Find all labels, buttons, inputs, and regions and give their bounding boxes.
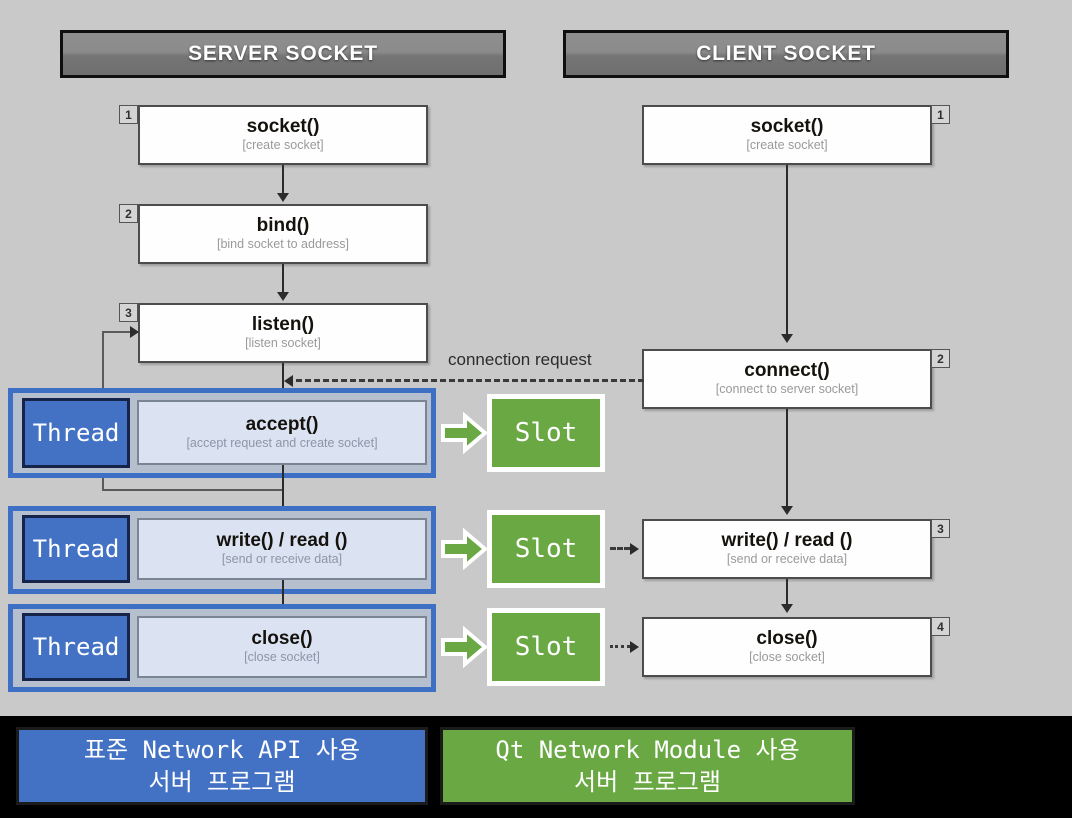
loopback-top-segment	[102, 331, 138, 333]
client-step-close[interactable]: close() [close socket]	[642, 617, 932, 677]
server-step-socket-name: socket()	[246, 116, 320, 138]
client-step-connect-name: connect()	[744, 360, 830, 382]
server-step-write-read-name: write() / read ()	[216, 530, 348, 552]
server-step-accept-desc: [accept request and create socket]	[186, 435, 378, 450]
connection-request-line	[296, 379, 644, 382]
client-step-socket-desc: [create socket]	[746, 138, 828, 153]
client-step-write-read-badge: 3	[931, 519, 950, 538]
thread-to-slot-arrow-close-icon	[441, 626, 487, 668]
client-socket-column-header: CLIENT SOCKET	[563, 30, 1009, 78]
client-step-write-read-desc: [send or receive data]	[726, 552, 848, 567]
server-socket-title: SERVER SOCKET	[188, 42, 378, 65]
client-step-connect[interactable]: connect() [connect to server socket]	[642, 349, 932, 409]
server-step-close-desc: [close socket]	[244, 650, 320, 665]
server-step-listen[interactable]: listen() [listen socket]	[138, 303, 428, 363]
slot-to-client-write-line	[610, 547, 630, 550]
client-step-socket[interactable]: socket() [create socket]	[642, 105, 932, 165]
client-socket-title: CLIENT SOCKET	[696, 42, 876, 65]
loopback-bottom-segment	[102, 489, 284, 491]
client-step-write-read-name: write() / read ()	[721, 530, 853, 552]
client-step-close-desc: [close socket]	[749, 650, 825, 665]
server-step-bind-badge: 2	[119, 204, 138, 223]
thread-chip-write-read-label: Thread	[32, 535, 120, 563]
slot-write-read[interactable]: Slot	[487, 510, 605, 588]
client-step-write-read[interactable]: write() / read () [send or receive data]	[642, 519, 932, 579]
thread-chip-close-label: Thread	[32, 633, 120, 661]
server-step-listen-badge: 3	[119, 303, 138, 322]
slot-close-label: Slot	[514, 632, 578, 662]
client-step-connect-desc: [connect to server socket]	[715, 382, 859, 397]
thread-to-slot-arrow-accept-icon	[441, 412, 487, 454]
arrowhead-client-close	[781, 604, 793, 613]
client-step-socket-name: socket()	[750, 116, 824, 138]
legend-qt-line1: Qt Network Module 사용	[495, 735, 800, 764]
server-step-close[interactable]: close() [close socket]	[137, 616, 427, 678]
server-step-listen-name: listen()	[251, 314, 315, 336]
slot-close[interactable]: Slot	[487, 608, 605, 686]
slot-accept-label: Slot	[514, 418, 578, 448]
connector-server-accept-write	[282, 465, 284, 517]
thread-to-slot-arrow-write-read-icon	[441, 528, 487, 570]
thread-chip-close[interactable]: Thread	[22, 613, 130, 681]
connection-request-label: connection request	[448, 350, 592, 369]
server-step-socket[interactable]: socket() [create socket]	[138, 105, 428, 165]
slot-to-client-close-line	[610, 645, 630, 648]
legend-standard-network-api[interactable]: 표준 Network API 사용 서버 프로그램	[16, 727, 428, 805]
server-step-socket-badge: 1	[119, 105, 138, 124]
connector-server-listen-accept	[282, 363, 284, 395]
connector-server-write-close	[282, 580, 284, 614]
slot-accept[interactable]: Slot	[487, 394, 605, 472]
arrowhead-connection-request	[284, 375, 293, 387]
arrowhead-client-write	[781, 506, 793, 515]
arrowhead-slot-to-client-write	[630, 543, 639, 555]
client-step-socket-badge: 1	[931, 105, 950, 124]
arrowhead-loopback-listen	[130, 326, 139, 338]
connector-server-socket-bind	[282, 165, 284, 195]
server-step-bind-desc: [bind socket to address]	[216, 237, 350, 252]
client-step-connect-badge: 2	[931, 349, 950, 368]
connector-client-socket-connect	[786, 165, 788, 335]
thread-chip-write-read[interactable]: Thread	[22, 515, 130, 583]
arrowhead-client-connect	[781, 334, 793, 343]
connector-client-connect-write	[786, 409, 788, 509]
server-socket-column-header: SERVER SOCKET	[60, 30, 506, 78]
slot-write-read-label: Slot	[514, 534, 578, 564]
legend-standard-line2: 서버 프로그램	[148, 768, 296, 796]
legend-qt-network-module[interactable]: Qt Network Module 사용 서버 프로그램	[440, 727, 855, 805]
server-step-accept-name: accept()	[245, 413, 319, 435]
thread-chip-accept[interactable]: Thread	[22, 398, 130, 468]
server-step-accept[interactable]: accept() [accept request and create sock…	[137, 400, 427, 465]
arrowhead-server-listen	[277, 292, 289, 301]
server-step-write-read-desc: [send or receive data]	[221, 552, 343, 567]
server-step-socket-desc: [create socket]	[242, 138, 324, 153]
server-step-listen-desc: [listen socket]	[245, 336, 321, 351]
arrowhead-server-bind	[277, 193, 289, 202]
connector-server-bind-listen	[282, 264, 284, 294]
server-step-close-name: close()	[251, 628, 313, 650]
connector-client-write-close	[786, 579, 788, 607]
legend-qt-line2: 서버 프로그램	[574, 768, 721, 796]
legend-standard-line1: 표준 Network API 사용	[83, 735, 361, 764]
client-step-close-name: close()	[756, 628, 818, 650]
thread-chip-accept-label: Thread	[32, 419, 120, 447]
arrowhead-slot-to-client-close	[630, 641, 639, 653]
server-step-bind[interactable]: bind() [bind socket to address]	[138, 204, 428, 264]
server-step-bind-name: bind()	[256, 215, 310, 237]
server-step-write-read[interactable]: write() / read () [send or receive data]	[137, 518, 427, 580]
client-step-close-badge: 4	[931, 617, 950, 636]
